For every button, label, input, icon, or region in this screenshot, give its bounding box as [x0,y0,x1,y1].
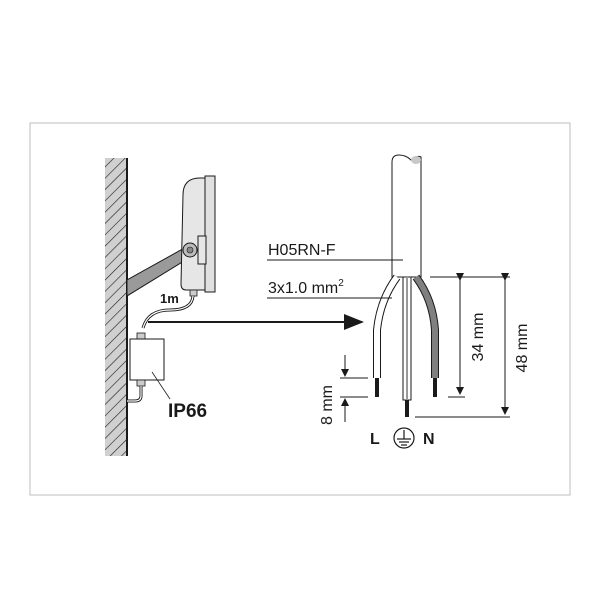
floodlight [180,175,216,297]
frame [29,122,571,496]
long-wire-length-label: 48 mm [514,324,531,373]
dimension-lines [340,273,510,422]
cable-type-label: H05RN-F [268,242,336,259]
short-wire-length-label: 34 mm [470,313,487,362]
strip-length-label: 8 mm [319,385,336,425]
cable-length-label: 1m [160,291,179,306]
neutral-label: N [423,431,435,448]
cable-detail [373,154,439,417]
cable-section-label: 3x1.0 mm2 [268,278,344,297]
junction-box [127,332,171,403]
protection-rating-label: IP66 [168,401,207,422]
live-label: L [370,431,380,448]
earth-icon [393,427,415,449]
wall [105,158,128,456]
